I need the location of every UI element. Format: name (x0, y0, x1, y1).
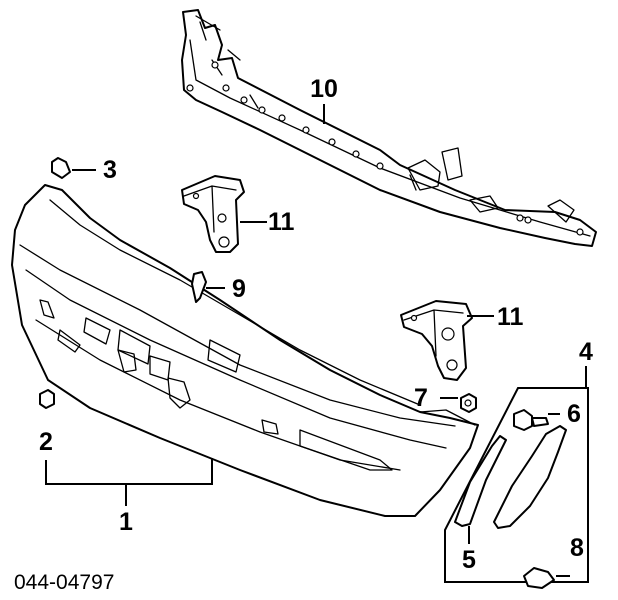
callout-labels: 10 3 11 9 11 4 7 6 2 1 8 5 (39, 75, 593, 574)
bolt (513, 409, 549, 431)
moulding-group-outline (444, 387, 589, 583)
callout-11-lower: 11 (497, 303, 524, 331)
callout-4: 4 (579, 338, 593, 366)
callout-5: 5 (462, 546, 476, 574)
leader-lines (45, 104, 587, 577)
radiator-support-crossmember (181, 9, 597, 247)
clip-3 (51, 157, 71, 179)
nut (460, 393, 477, 413)
moulding-strips (454, 425, 567, 529)
callout-6: 6 (567, 400, 581, 428)
callout-3: 3 (103, 156, 117, 184)
clip-9 (191, 271, 207, 303)
callout-1: 1 (119, 508, 133, 536)
catalog-code: 044-04797 (14, 571, 114, 594)
callout-8: 8 (570, 534, 584, 562)
bracket-upper (181, 175, 245, 253)
callout-11-upper: 11 (268, 208, 295, 236)
callout-10: 10 (310, 75, 338, 103)
callout-9: 9 (232, 275, 246, 303)
bracket-lower (400, 300, 473, 381)
clip-2 (39, 389, 55, 409)
callout-2: 2 (39, 428, 53, 456)
clip-8 (523, 567, 555, 589)
callout-7: 7 (414, 384, 428, 412)
bumper-cover (11, 184, 479, 517)
